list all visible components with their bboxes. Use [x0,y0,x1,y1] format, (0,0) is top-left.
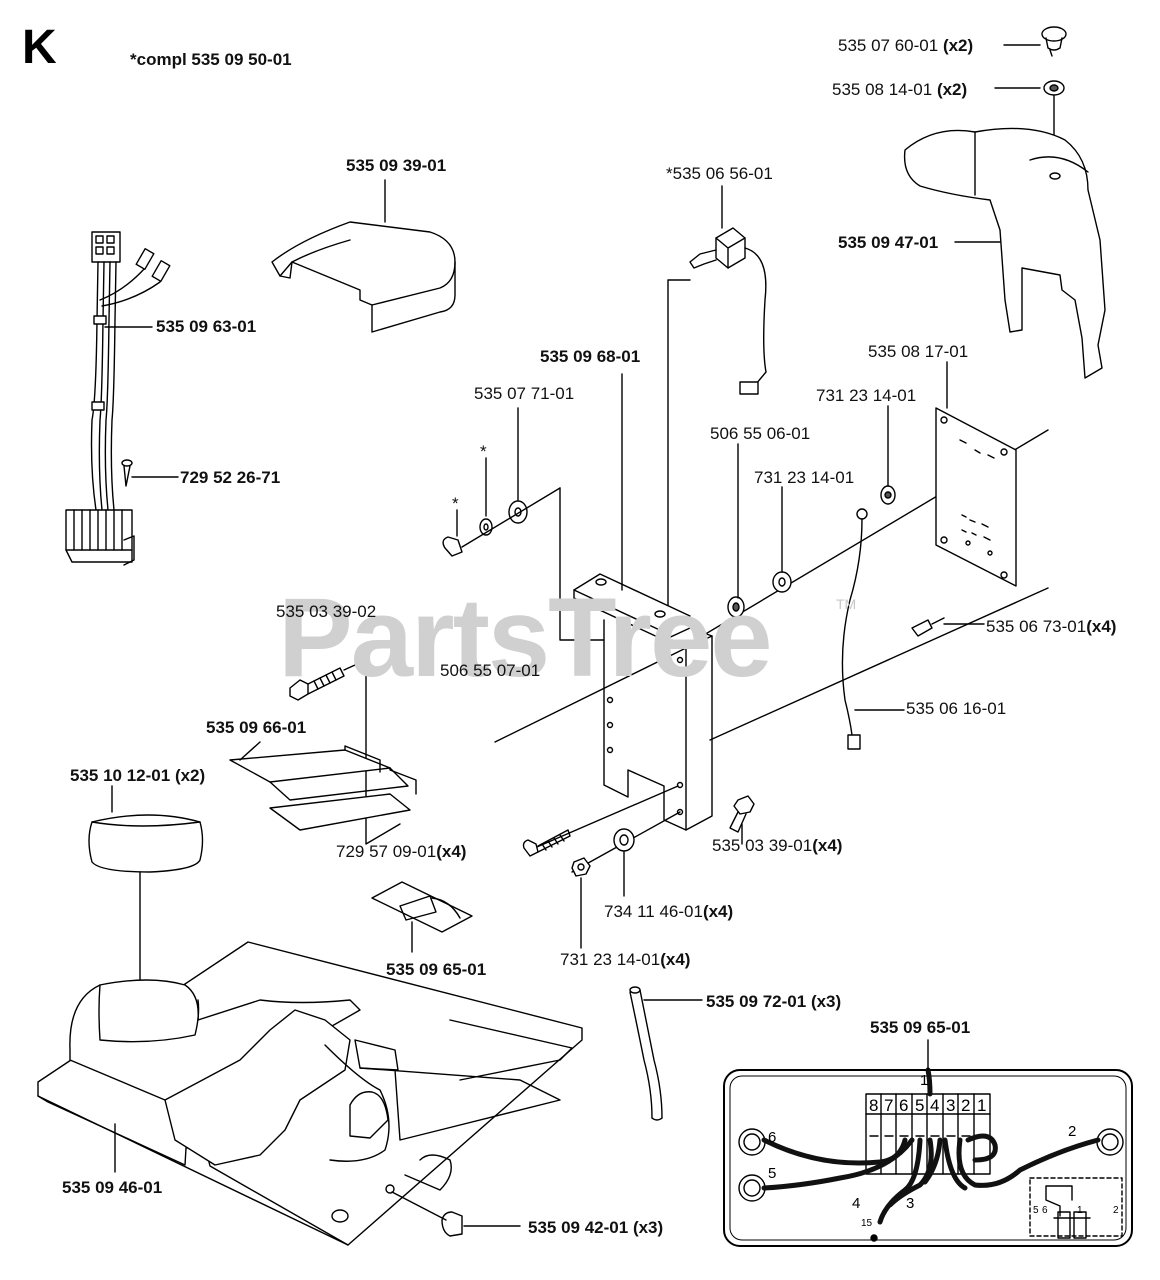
part-label-p20[interactable]: 729 57 09-01(x4) [336,842,467,861]
bolt-star [442,536,463,557]
plug-535-09-42-01 [441,1211,463,1237]
knob-535-10-12-01 [88,814,204,873]
detail-pin-5: 5 [1033,1205,1039,1216]
board-535-08-17-01 [935,407,1017,587]
part-label-p26[interactable]: 535 09 65-01 [870,1018,971,1037]
screw-729-52-26-71 [121,459,133,487]
part-label-p10[interactable]: 731 23 14-01 [816,386,917,405]
part-label-p9[interactable]: 535 07 71-01 [474,384,575,403]
wire-number-5: 5 [768,1165,777,1182]
bolt-535-03-39-02 [289,667,345,701]
detail-pin-6: 6 [1042,1205,1048,1216]
bracket-535-09-68-01 [573,573,713,831]
bolt-535-03-39-01 [729,795,755,833]
wire-535-06-16-01 [841,508,868,750]
part-label-p6[interactable]: 535 09 63-01 [156,317,257,336]
part-label-p18[interactable]: 535 09 66-01 [206,718,307,737]
spacer-506-55-06-01 [727,596,745,618]
watermark: PartsTree [278,575,773,700]
section-letter: K [22,21,57,74]
nut-731-23-14-01-c [571,857,591,877]
washer-734-11-46-01 [613,828,635,852]
screw-535-07-60-01 [1041,26,1067,57]
kit-note: *compl 535 09 50-01 [130,50,292,69]
terminal-pin-8: 8 [869,1096,879,1115]
part-label-p14[interactable]: 535 03 39-02 [276,602,377,621]
asterisk-marker: * [452,494,459,513]
part-label-p12[interactable]: 731 23 14-01 [754,468,855,487]
wire-number-1: 1 [920,1072,929,1089]
sticker-535-09-65-01 [371,881,473,933]
part-label-p28[interactable]: 535 09 42-01 (x3) [528,1218,664,1237]
part-label-p27[interactable]: 535 09 46-01 [62,1178,163,1197]
wiring-detail-box [723,1067,1133,1247]
cover-535-09-39-01 [271,221,456,333]
plate-535-09-66-01 [229,745,417,831]
wire-number-15: 15 [861,1218,873,1229]
asterisk-marker: * [480,442,487,461]
part-label-p1[interactable]: 535 07 60-01 (x2) [838,36,974,55]
terminal-pin-4: 4 [930,1096,940,1115]
part-label-p7[interactable]: 535 09 68-01 [540,347,641,366]
terminal-pin-3: 3 [946,1096,956,1115]
part-label-p16[interactable]: 506 55 07-01 [440,661,541,680]
part-label-p8[interactable]: 535 08 17-01 [868,342,969,361]
detail-pin-2: 2 [1113,1205,1119,1216]
trademark: TM [836,596,857,612]
part-label-p22[interactable]: 734 11 46-01(x4) [604,902,734,921]
washer-535-08-14-01 [1043,80,1065,96]
part-label-p2[interactable]: 535 08 14-01 (x2) [832,80,968,99]
part-label-p24[interactable]: 731 23 14-01(x4) [560,950,691,969]
part-label-p5[interactable]: 535 09 47-01 [838,233,939,252]
part-label-p21[interactable]: 535 03 39-01(x4) [712,836,843,855]
wire-number-6: 6 [768,1129,777,1146]
switch-535-06-56-01 [689,227,767,395]
part-label-p23[interactable]: 535 09 65-01 [386,960,487,979]
terminal-pin-6: 6 [899,1096,909,1115]
part-label-p17[interactable]: 535 06 16-01 [906,699,1007,718]
detail-pin-1: 1 [1077,1205,1083,1216]
washer-535-07-71-01 [508,500,528,524]
tube-535-09-72-01 [629,986,663,1121]
wire-number-2: 2 [1068,1123,1077,1140]
part-label-p4[interactable]: *535 06 56-01 [666,164,773,183]
chassis-535-09-46-01 [37,941,583,1246]
part-label-p15[interactable]: 535 06 73-01(x4) [986,617,1117,636]
pin-535-06-73-01 [911,617,945,637]
part-label-p3[interactable]: 535 09 39-01 [346,156,447,175]
wire-number-3: 3 [906,1195,915,1212]
terminal-pin-1: 1 [977,1096,987,1115]
terminal-pin-2: 2 [961,1096,971,1115]
part-label-p25[interactable]: 535 09 72-01 (x3) [706,992,842,1011]
screw-729-57-09-01 [522,829,571,857]
cover-535-09-47-01 [903,127,1106,379]
wire-number-4: 4 [852,1195,861,1212]
part-label-p11[interactable]: 506 55 06-01 [710,424,811,443]
part-label-p13[interactable]: 729 52 26-71 [180,468,281,487]
terminal-pin-5: 5 [915,1096,925,1115]
nut-731-23-14-01-b [880,485,896,505]
part-label-p19[interactable]: 535 10 12-01 (x2) [70,766,206,785]
nut-731-23-14-01 [772,571,792,593]
terminal-pin-7: 7 [884,1096,894,1115]
harness-535-09-63-01 [65,231,171,566]
